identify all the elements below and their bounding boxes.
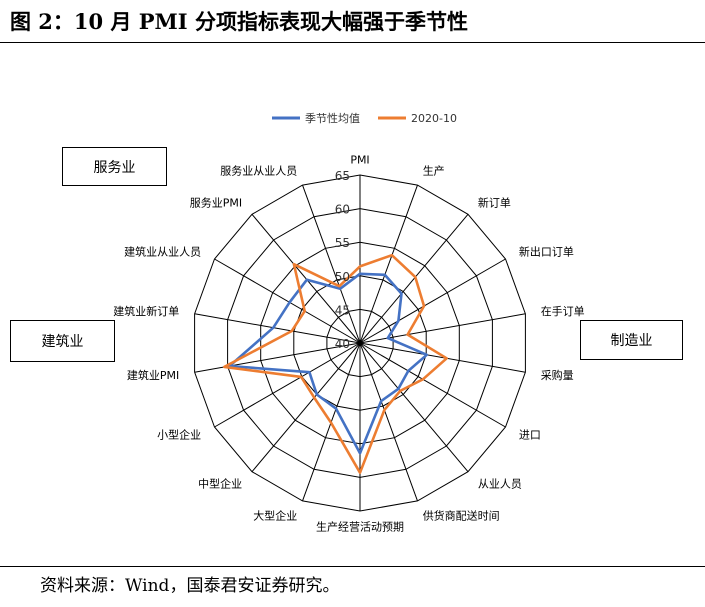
source-note: 资料来源：Wind，国泰君安证券研究。 xyxy=(40,576,340,596)
tick-label-65: 65 xyxy=(335,169,350,183)
category-label-2: 新订单 xyxy=(478,196,511,210)
spoke-15 xyxy=(214,258,361,344)
category-label-1: 生产 xyxy=(423,164,445,178)
category-label-15: 建筑业从业人员 xyxy=(124,244,201,258)
category-label-16: 服务业PMI xyxy=(190,197,242,210)
category-label-10: 大型企业 xyxy=(253,508,297,522)
tick-label-55: 55 xyxy=(335,236,350,250)
spoke-7 xyxy=(359,342,469,473)
spoke-2 xyxy=(359,213,469,344)
manufacturing-group-label: 制造业 xyxy=(580,320,683,360)
category-label-3: 新出口订单 xyxy=(519,244,574,258)
top-rule xyxy=(0,42,705,43)
category-label-5: 采购量 xyxy=(541,368,574,382)
series-line-1 xyxy=(223,253,449,475)
spoke-13 xyxy=(194,342,361,373)
category-label-13: 建筑业PMI xyxy=(127,368,179,382)
category-label-9: 生产经营活动预期 xyxy=(316,520,404,534)
tick-label-60: 60 xyxy=(335,203,350,217)
legend-label-0: 季节性均值 xyxy=(305,111,360,125)
category-label-7: 从业人员 xyxy=(478,478,522,491)
spoke-14 xyxy=(194,313,361,344)
spoke-1 xyxy=(359,184,418,344)
category-label-14: 建筑业新订单 xyxy=(113,304,179,318)
category-label-8: 供货商配送时间 xyxy=(423,508,500,522)
legend-label-1: 2020-10 xyxy=(411,112,457,125)
spoke-16 xyxy=(251,213,361,344)
category-label-11: 中型企业 xyxy=(198,477,242,491)
tick-label-40: 40 xyxy=(335,337,350,351)
spoke-6 xyxy=(359,342,506,428)
spoke-5 xyxy=(359,342,526,373)
category-label-12: 小型企业 xyxy=(157,428,201,442)
category-label-17: 服务业从业人员 xyxy=(220,165,297,178)
spoke-17 xyxy=(302,184,361,344)
figure-title: 图 2：10 月 PMI 分项指标表现大幅强于季节性 xyxy=(10,9,468,34)
construction-group-label: 建筑业 xyxy=(10,320,115,362)
series-line-0 xyxy=(228,272,429,455)
services-group-label: 服务业 xyxy=(62,147,167,186)
spoke-3 xyxy=(359,258,506,344)
spoke-12 xyxy=(214,342,361,428)
category-label-6: 进口 xyxy=(519,429,541,442)
tick-label-50: 50 xyxy=(335,270,350,284)
spoke-8 xyxy=(359,342,418,502)
spoke-11 xyxy=(251,342,361,473)
category-label-0: PMI xyxy=(350,154,369,167)
category-label-4: 在手订单 xyxy=(541,304,585,318)
bottom-rule xyxy=(0,566,705,567)
tick-label-45: 45 xyxy=(335,303,350,317)
